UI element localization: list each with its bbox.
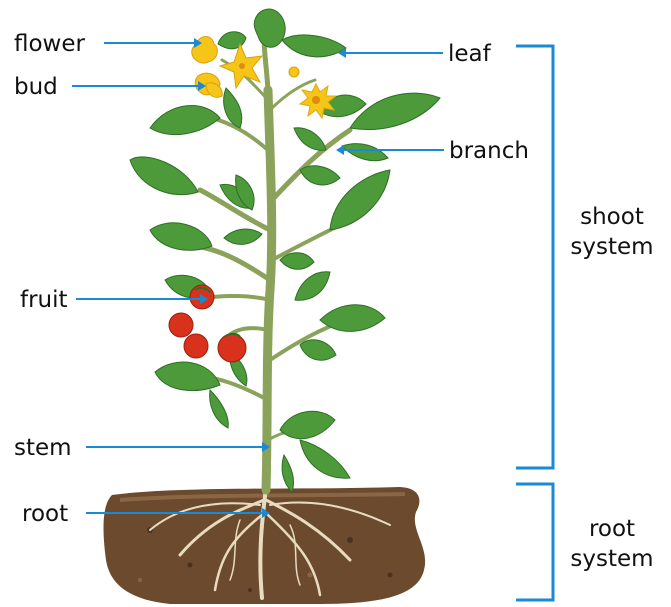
arrowhead-branch <box>336 145 344 155</box>
shoot-system-line-1: shoot <box>580 204 644 230</box>
root-system-line-1: root <box>589 516 635 542</box>
root-system-line-2: system <box>570 546 653 572</box>
brackets <box>516 46 553 600</box>
label-fruit: fruit <box>20 287 68 313</box>
root-system-label: root system <box>570 516 653 572</box>
label-root: root <box>22 501 68 527</box>
label-branch: branch <box>449 138 529 164</box>
label-flower: flower <box>14 31 86 57</box>
shoot-system-bracket <box>516 46 553 468</box>
label-bud: bud <box>14 74 58 100</box>
leaves-illustration <box>130 9 440 492</box>
label-stem: stem <box>14 435 72 461</box>
shoot-system-line-2: system <box>570 234 653 260</box>
root-system-bracket <box>516 484 553 600</box>
label-leaf: leaf <box>448 41 492 67</box>
shoot-system-label: shoot system <box>570 204 653 260</box>
